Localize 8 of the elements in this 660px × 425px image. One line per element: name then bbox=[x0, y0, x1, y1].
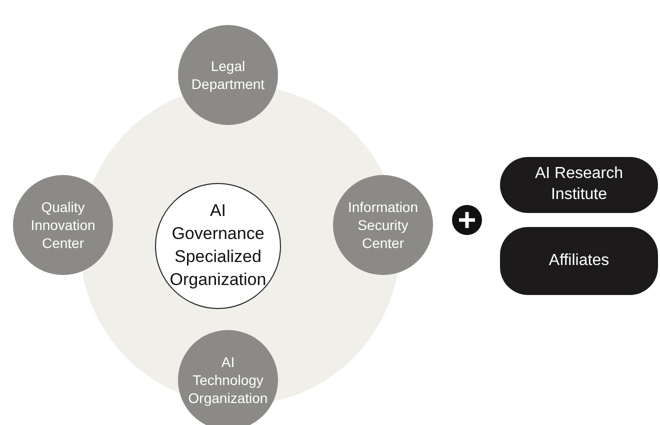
node-label: AI Research Institute bbox=[534, 164, 624, 205]
node-label: Information Security Center bbox=[346, 198, 420, 252]
node-label: AI Governance Specialized Organization bbox=[168, 200, 268, 291]
node-label: Quality Innovation Center bbox=[30, 198, 96, 252]
node-label: AI Technology Organization bbox=[188, 352, 268, 408]
node-label: Affiliates bbox=[548, 250, 610, 271]
partner-pill bbox=[500, 227, 658, 295]
node-label: Legal Department bbox=[190, 56, 266, 94]
